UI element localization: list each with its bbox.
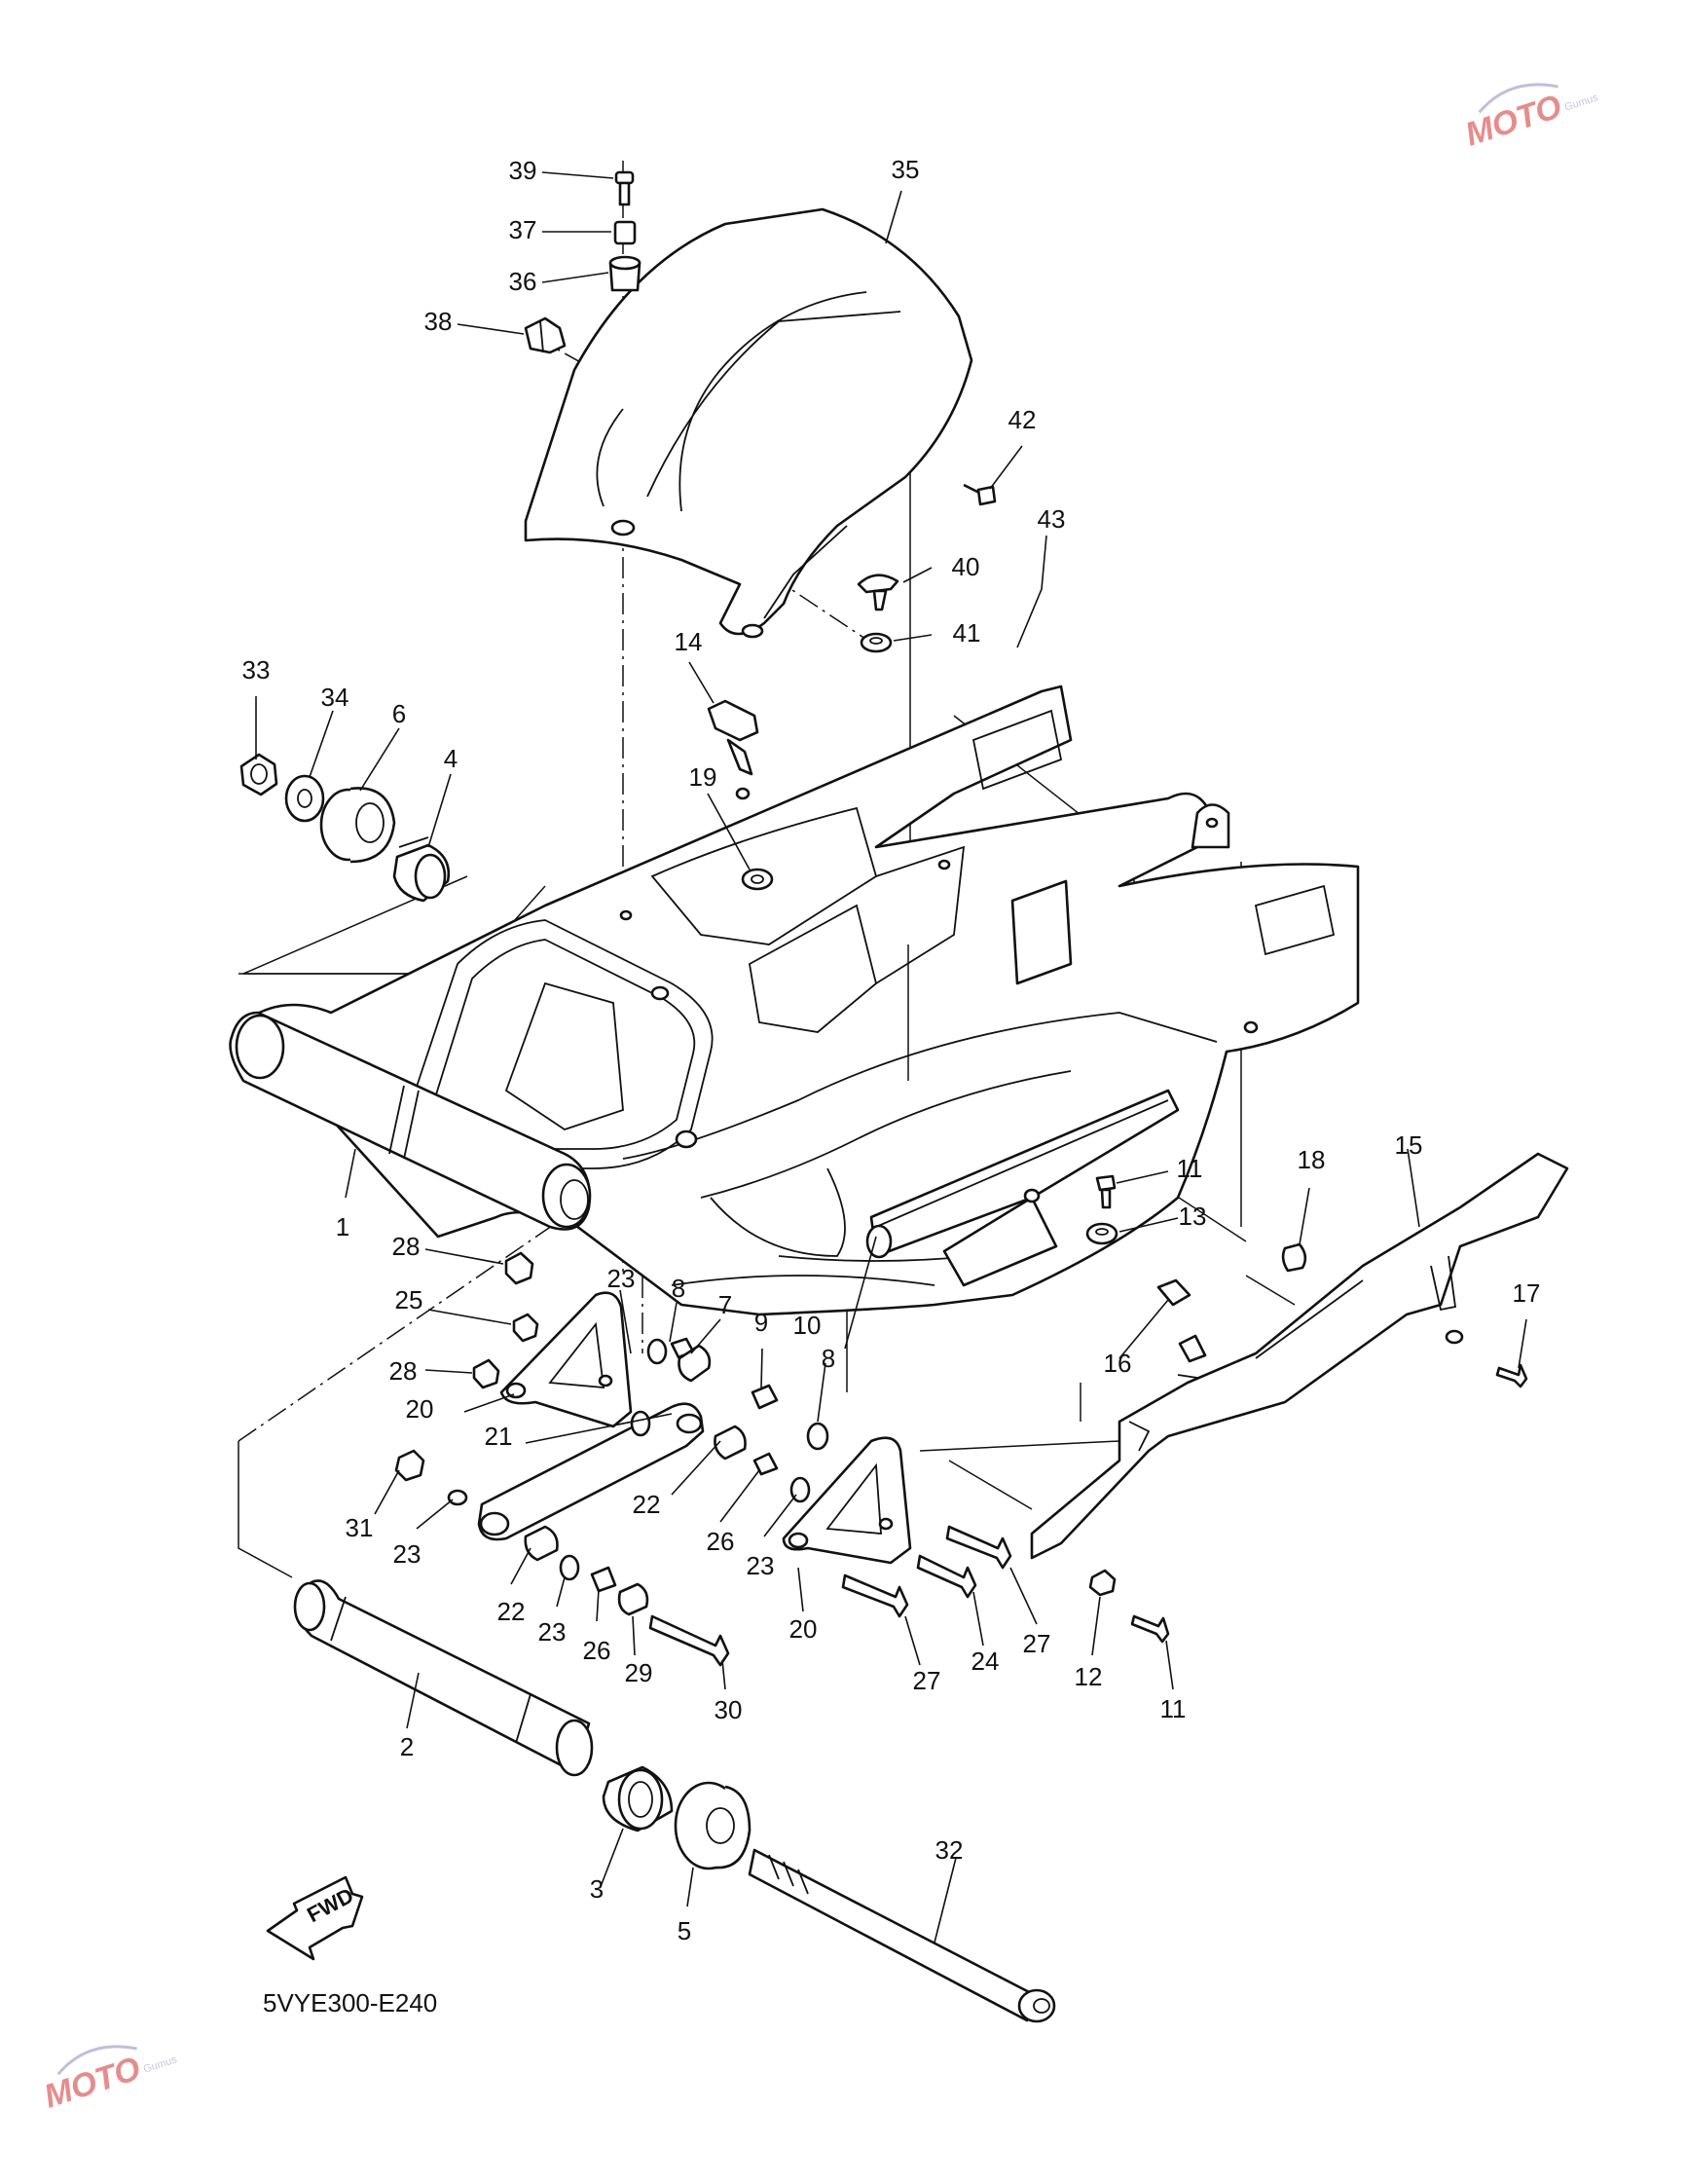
part-label: 40 [952, 552, 980, 581]
part-label: 23 [393, 1539, 422, 1569]
part-label: 36 [509, 267, 537, 296]
part-label: 33 [242, 655, 271, 685]
watermark-logo-top: MOTO Gumus [1461, 83, 1600, 154]
part-label: 22 [633, 1490, 661, 1519]
svg-text:MOTO: MOTO [40, 2050, 145, 2115]
seat-cowl-35 [524, 207, 973, 639]
pivot-bearings [239, 753, 451, 903]
part-label: 8 [822, 1344, 835, 1373]
part-label: 2 [400, 1732, 414, 1761]
part-label: 29 [625, 1658, 653, 1687]
part-label: 14 [675, 627, 703, 656]
part-label: 20 [789, 1614, 818, 1644]
watermark-logo-bottom: MOTO Gumus [40, 2045, 179, 2116]
svg-text:Gumus: Gumus [1563, 92, 1600, 114]
part-label: 21 [485, 1422, 513, 1451]
part-label: 7 [718, 1290, 732, 1319]
part-label: 11 [1177, 1154, 1203, 1183]
part-label: 15 [1395, 1130, 1423, 1160]
part-label: 31 [346, 1513, 374, 1542]
part-label: 12 [1075, 1662, 1103, 1691]
part-label: 13 [1179, 1202, 1207, 1231]
part-label: 28 [389, 1356, 418, 1386]
part-label: 25 [395, 1285, 423, 1314]
part-label: 23 [538, 1617, 567, 1647]
part-label: 24 [971, 1647, 1000, 1676]
part-label: 32 [935, 1835, 964, 1865]
swingarm-1 [229, 685, 1360, 1316]
part-label: 43 [1038, 504, 1066, 534]
leader-lines [255, 171, 1527, 1943]
part-label: 16 [1104, 1349, 1132, 1378]
part-label: 1 [336, 1212, 349, 1241]
part-label: 34 [321, 683, 349, 712]
chain-case-15 [1030, 1152, 1569, 1560]
diagram-code: 5VYE300-E240 [263, 1988, 437, 2017]
part-label: 5 [678, 1916, 691, 1945]
part-label: 3 [590, 1874, 604, 1904]
seat-hardware [524, 170, 997, 891]
part-label: 10 [793, 1311, 822, 1340]
part-label: 18 [1298, 1145, 1326, 1174]
part-label: 38 [424, 307, 453, 336]
part-label: 26 [583, 1636, 611, 1665]
part-labels: 39 37 36 38 35 42 40 41 14 33 34 6 4 19 … [242, 155, 1541, 1945]
part-label: 23 [747, 1551, 775, 1580]
part-label: 30 [715, 1695, 743, 1724]
part-label: 26 [707, 1527, 735, 1556]
part-label: 22 [497, 1597, 526, 1626]
svg-text:MOTO: MOTO [1461, 88, 1566, 153]
part-label: 4 [444, 744, 458, 773]
label-plate-43 [907, 879, 1073, 1081]
fwd-arrow-icon: FWD [266, 1875, 364, 1961]
part-label: 11 [1160, 1694, 1187, 1723]
part-label: 28 [392, 1232, 421, 1261]
part-label: 35 [892, 155, 920, 184]
part-label: 27 [1023, 1629, 1051, 1658]
part-label: 27 [913, 1666, 941, 1695]
part-label: 37 [509, 215, 537, 244]
part-label: 20 [406, 1394, 434, 1424]
part-label: 23 [607, 1264, 636, 1293]
suspension-linkage [394, 1174, 1528, 1667]
part-label: 41 [953, 618, 981, 648]
axle-parts [293, 1579, 1056, 2023]
svg-text:Gumus: Gumus [142, 2054, 179, 2076]
part-label: 42 [1008, 405, 1037, 434]
part-label: 39 [509, 156, 537, 185]
part-label: 8 [672, 1274, 685, 1303]
part-label: 19 [689, 762, 717, 792]
part-label: 17 [1513, 1278, 1541, 1308]
part-label: 9 [754, 1308, 768, 1337]
part-label: 6 [392, 699, 406, 728]
